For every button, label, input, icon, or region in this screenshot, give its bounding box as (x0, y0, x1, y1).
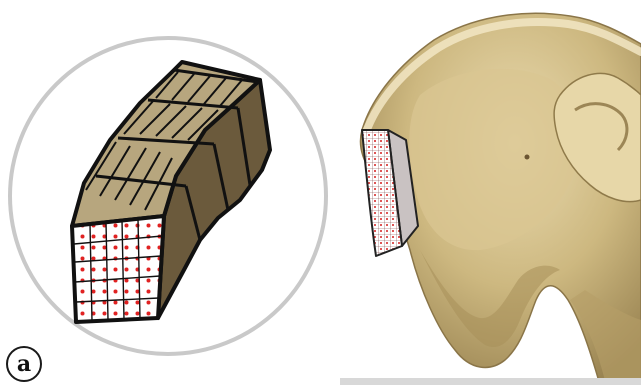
bone-nutrient-foramen (525, 155, 530, 160)
block-end-face (72, 216, 164, 322)
bottom-gray-bar (340, 378, 641, 385)
panel-label-badge: a (6, 346, 42, 382)
panel-label-text: a (17, 353, 31, 375)
